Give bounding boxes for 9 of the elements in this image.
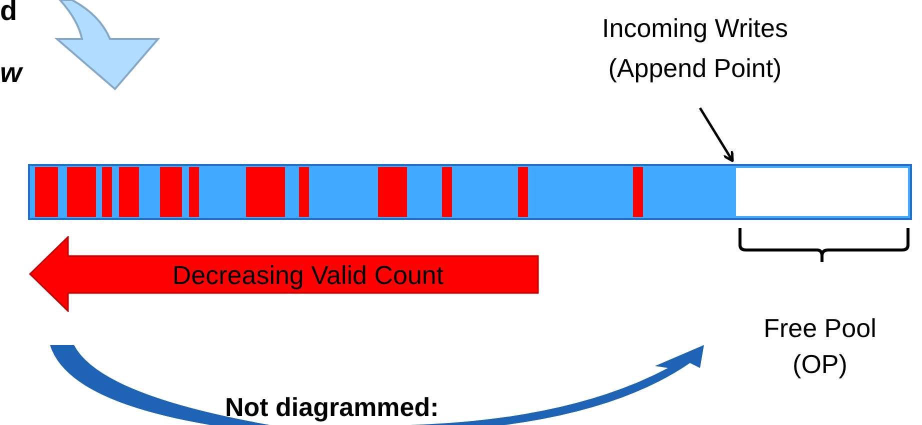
callout-text: Incoming Writes (Append Point): [560, 8, 830, 100]
arrow-label: Decreasing Valid Count: [171, 259, 445, 292]
leader-arrow: [698, 107, 734, 162]
storage-bar-drawing: [28, 164, 912, 220]
text-fragment: w: [0, 56, 22, 90]
note-text: Not diagrammed:: [225, 392, 439, 422]
banner-arrow: [28, 236, 540, 312]
bracket-label: Free Pool (OP): [762, 312, 878, 381]
text-fragment: d: [0, 0, 18, 28]
